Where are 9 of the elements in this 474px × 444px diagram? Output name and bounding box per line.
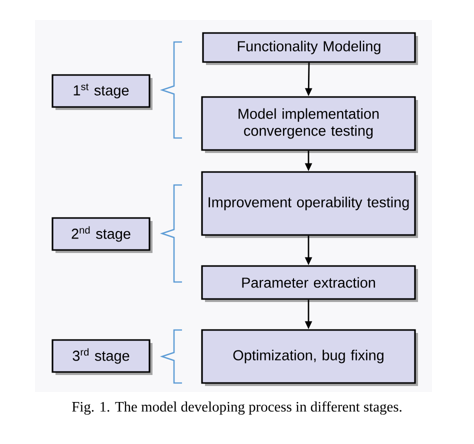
process-box: Functionality Modeling (202, 32, 418, 65)
stage-box: 2$^{nd}$ stage (52, 217, 152, 253)
stage-box: 3$^{rd}$ stage (52, 339, 152, 375)
process-box: Model implementation convergence testing (201, 96, 418, 153)
process-box: Parameter extraction (201, 265, 418, 302)
caption: Fig. 1. The model developing process in different stages. (72, 401, 402, 415)
process-box: Improvement operability testing (201, 171, 418, 238)
process-box: Optimization, bug fixing (201, 329, 418, 386)
stage-box: 1$^{st}$ stage (52, 74, 152, 110)
